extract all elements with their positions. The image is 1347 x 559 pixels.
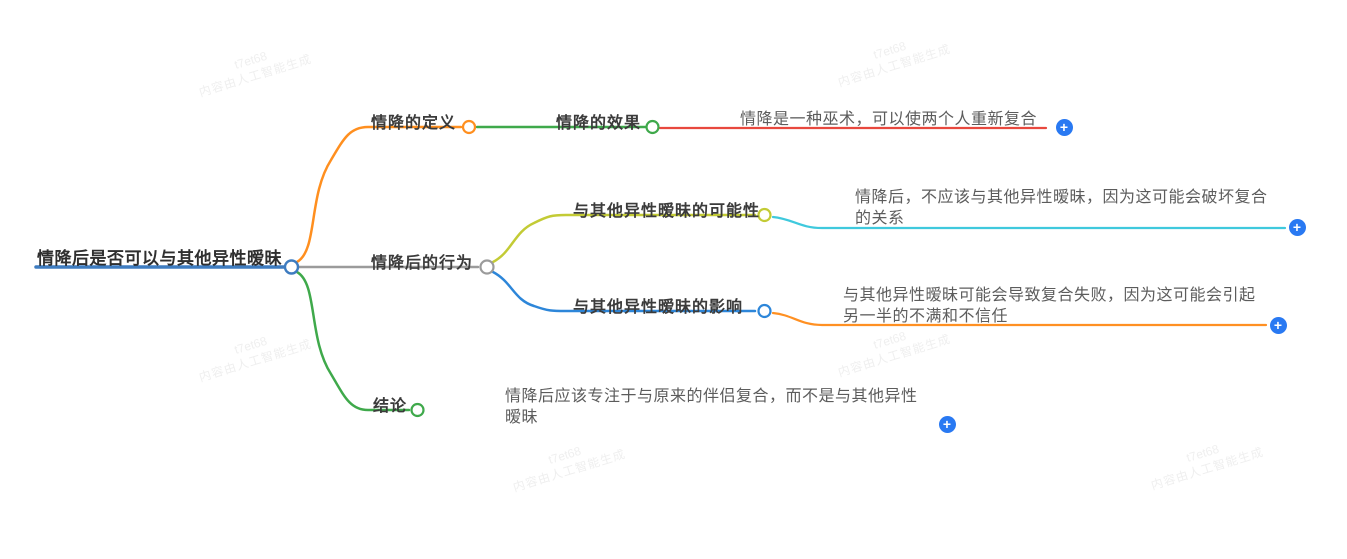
collapse-handle-behavior[interactable] (479, 259, 495, 275)
connector-conclusion (295, 270, 411, 412)
node-possibility-detail[interactable]: 情降后，不应该与其他异性暧昧，因为这可能会破坏复合的关系 (855, 189, 1268, 227)
node-behavior[interactable]: 情降后的行为 (371, 255, 474, 272)
node-influence-detail[interactable]: 与其他异性暧昧可能会导致复合失败，因为这可能会引起另一半的不满和不信任 (843, 287, 1256, 325)
add-node-button-influence[interactable]: + (1269, 316, 1287, 334)
node-conclusion-detail[interactable]: 情降后应该专注于与原来的伴侣复合，而不是与其他异性暧昧 (505, 388, 918, 426)
connector-influence-detail (771, 311, 1268, 327)
node-influence[interactable]: 与其他异性暧昧的影响 (573, 299, 744, 316)
node-possibility[interactable]: 与其他异性暧昧的可能性 (573, 203, 761, 220)
node-root[interactable]: 情降后是否可以与其他异性暧昧 (37, 249, 282, 268)
connector-definition (295, 125, 463, 264)
collapse-handle-possibility[interactable] (757, 207, 772, 223)
node-definition[interactable]: 情降的定义 (371, 115, 457, 132)
collapse-handle-conclusion[interactable] (410, 402, 425, 418)
collapse-handle-effect[interactable] (645, 119, 660, 135)
connector-possibility (491, 213, 757, 264)
collapse-handle-influence[interactable] (757, 303, 772, 319)
connector-possibility-detail (771, 215, 1287, 230)
add-node-button-possibility[interactable]: + (1288, 218, 1306, 236)
connector-influence (491, 270, 757, 313)
node-effect[interactable]: 情降的效果 (556, 115, 642, 132)
add-node-button-conclusion[interactable]: + (938, 415, 956, 433)
add-node-button-effect[interactable]: + (1055, 118, 1073, 136)
node-conclusion[interactable]: 结论 (373, 398, 408, 415)
collapse-handle-definition[interactable] (461, 119, 477, 135)
collapse-handle-root[interactable] (283, 259, 300, 275)
node-effect-detail[interactable]: 情降是一种巫术，可以使两个人重新复合 (740, 111, 1038, 128)
